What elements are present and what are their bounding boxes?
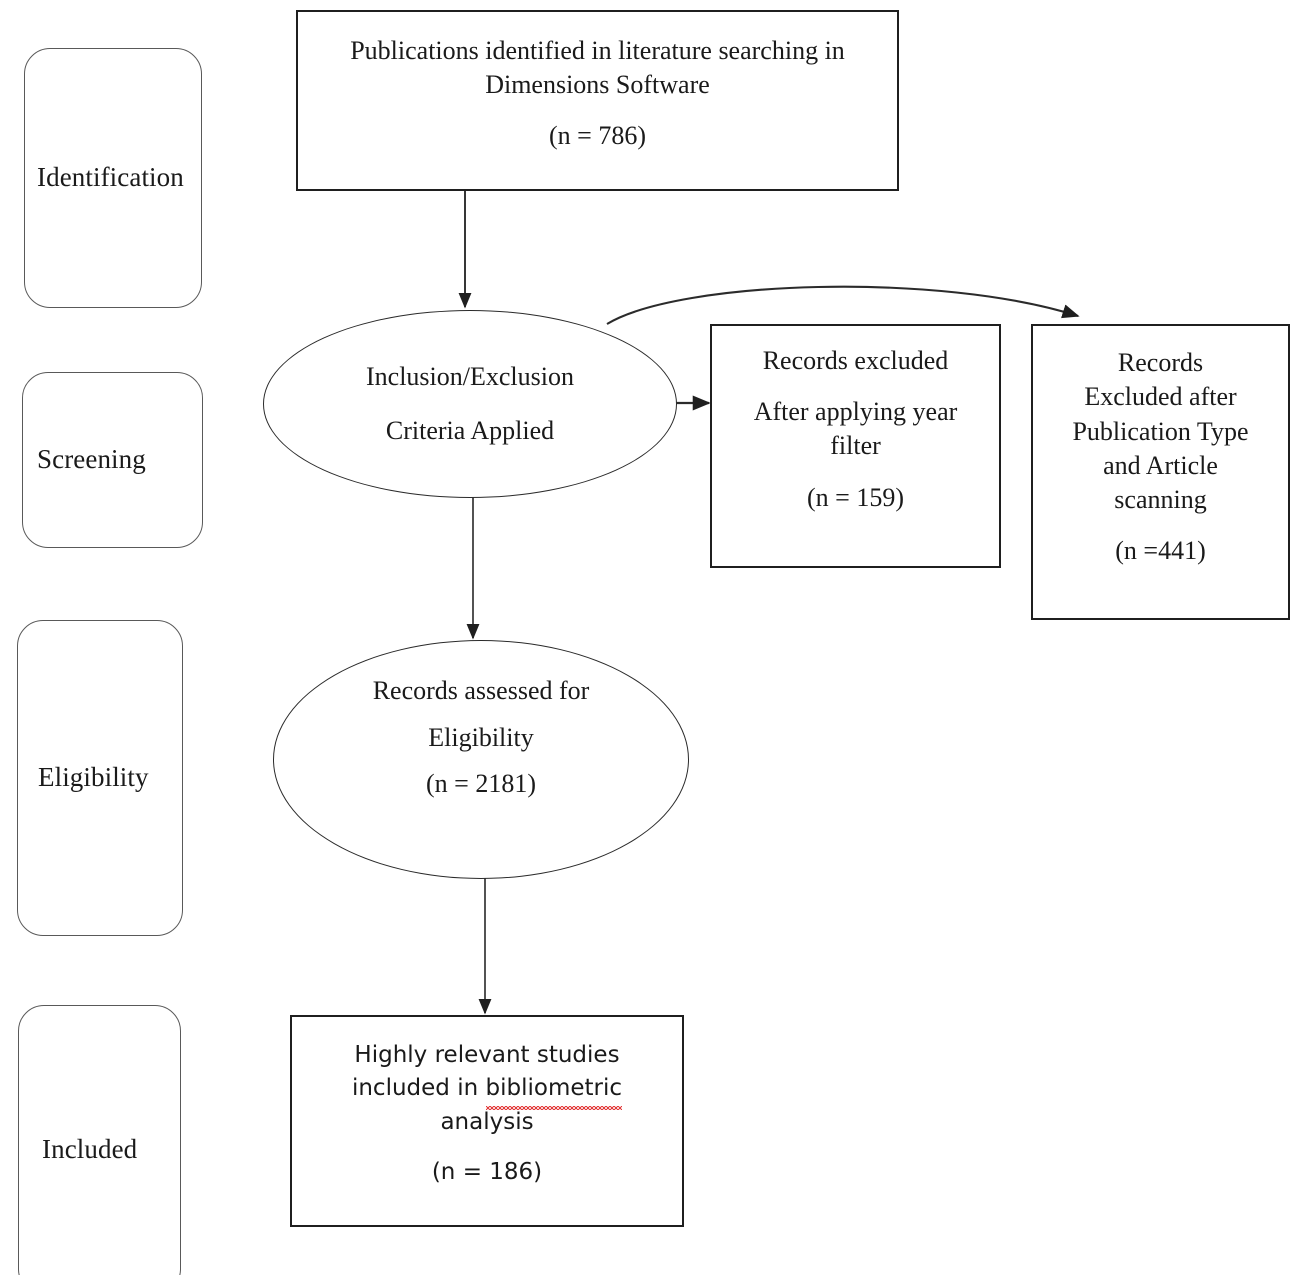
node-inclusion-exclusion-criteria: Inclusion/Exclusion Criteria Applied bbox=[263, 310, 677, 498]
stage-box-included: Included bbox=[18, 1005, 181, 1275]
node-included-final-line-2-prefix: included in bbox=[351, 1075, 486, 1102]
stage-label-screening: Screening bbox=[37, 444, 146, 475]
node-included-final-count: (n = 186) bbox=[431, 1158, 543, 1185]
node-excluded-type-count: (n =441) bbox=[1115, 536, 1206, 566]
node-criteria-line-2: Criteria Applied bbox=[385, 416, 555, 445]
node-records-assessed-eligibility: Records assessed for Eligibility (n = 21… bbox=[273, 640, 689, 879]
node-identified-count: (n = 786) bbox=[549, 121, 646, 151]
node-eligibility-count: (n = 2181) bbox=[426, 769, 536, 798]
stage-label-eligibility: Eligibility bbox=[38, 762, 149, 793]
node-records-excluded-year-filter: Records excluded After applying year fil… bbox=[710, 324, 1001, 568]
node-included-final-line-1: Highly relevant studies bbox=[354, 1042, 620, 1068]
arrow-criteria-to-excluded-type bbox=[606, 285, 1080, 325]
node-publications-identified: Publications identified in literature se… bbox=[296, 10, 899, 191]
node-excluded-type-line-3: Publication Type bbox=[1072, 416, 1249, 446]
stage-box-screening: Screening bbox=[22, 372, 203, 548]
node-excluded-year-line-1: Records excluded bbox=[762, 346, 949, 375]
node-identified-line-2: Dimensions Software bbox=[485, 70, 710, 100]
node-excluded-year-count: (n = 159) bbox=[807, 482, 904, 512]
stage-label-included: Included bbox=[42, 1134, 138, 1165]
node-studies-included-bibliometric: Highly relevant studies included in bibl… bbox=[290, 1015, 684, 1227]
node-excluded-type-line-5: scanning bbox=[1114, 485, 1207, 515]
stage-label-identification: Identification bbox=[37, 162, 184, 193]
node-identified-line-1: Publications identified in literature se… bbox=[350, 36, 845, 65]
node-excluded-year-line-3: filter bbox=[830, 431, 881, 461]
node-excluded-type-line-2: Excluded after bbox=[1084, 382, 1237, 412]
node-excluded-type-line-4: and Article bbox=[1103, 450, 1218, 480]
stage-box-identification: Identification bbox=[24, 48, 202, 308]
node-included-final-line-2: included in bibliometric bbox=[351, 1072, 622, 1111]
stage-box-eligibility: Eligibility bbox=[17, 620, 183, 936]
node-excluded-year-line-2: After applying year bbox=[753, 397, 958, 427]
node-eligibility-line-1: Records assessed for bbox=[372, 676, 590, 705]
misspelled-word-bibliometric: bibliometric bbox=[485, 1072, 622, 1111]
node-excluded-type-line-1: Records bbox=[1117, 348, 1204, 377]
node-records-excluded-publication-type: Records Excluded after Publication Type … bbox=[1031, 324, 1290, 620]
node-eligibility-line-2: Eligibility bbox=[428, 722, 534, 752]
node-included-final-line-3: analysis bbox=[440, 1108, 534, 1135]
node-criteria-line-1: Inclusion/Exclusion bbox=[366, 361, 574, 391]
